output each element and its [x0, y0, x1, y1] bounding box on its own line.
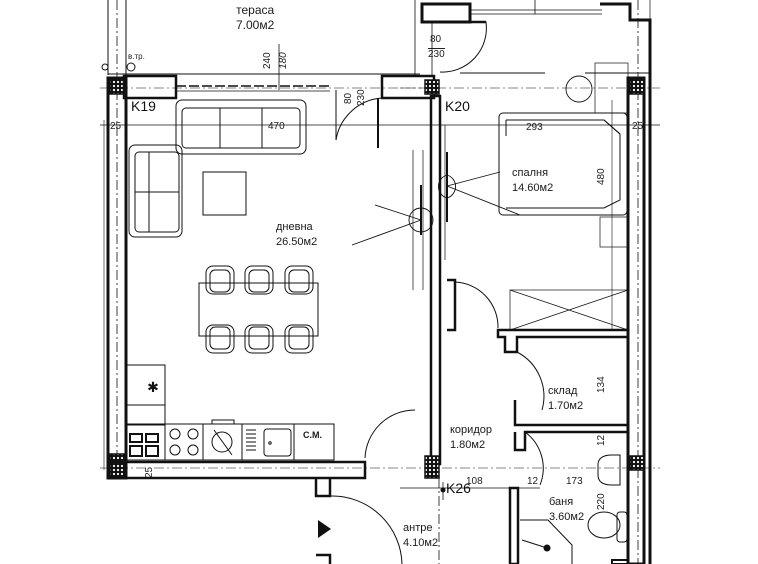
kitchen-counter	[126, 364, 335, 461]
room-label-storage: склад 1.70м2	[548, 386, 583, 412]
room-label-bedroom: спалня 14.60м2	[512, 168, 553, 194]
room-name: тераса	[236, 3, 275, 17]
wardrobe	[509, 289, 629, 331]
dim-bed-length: 480	[596, 168, 607, 185]
sofa-left	[128, 144, 183, 238]
axis-label-k19: K19	[131, 98, 156, 114]
washer-label: С.М.	[303, 430, 322, 440]
sofa-top	[175, 99, 307, 155]
pivot-door-living	[351, 185, 434, 246]
column-right-top	[629, 79, 645, 95]
dim-wall-left: 25	[110, 121, 122, 132]
room-area: 4.10м2	[403, 537, 439, 549]
room-name: коридор	[450, 424, 492, 436]
shower-tray	[520, 519, 573, 564]
dim-wall-right: 25	[632, 121, 644, 132]
pivot-door-bedroom	[438, 152, 521, 222]
entrance-door-swing	[329, 495, 403, 564]
dim-sofa-length: 470	[268, 121, 285, 132]
dim-bed-width: 293	[526, 122, 543, 133]
room-area: 7.00м2	[236, 18, 275, 32]
entry-arrow-icon	[318, 520, 331, 538]
column-bottom-left	[109, 453, 125, 477]
vent-label: в.тр.	[128, 52, 145, 61]
dim-bath-depth: 220	[596, 493, 607, 510]
dim-bath-wall: 12	[527, 476, 539, 487]
dim-door-top-w: 80	[430, 34, 442, 45]
room-label-terrace: тераса 7.00м2	[236, 4, 274, 31]
dim-door-living-h: 230	[356, 89, 367, 106]
dim-storage-wall: 12	[596, 434, 607, 446]
axis-label-k26: K26	[446, 480, 471, 496]
bathroom-door-swing	[524, 431, 544, 486]
room-area: 26.50м2	[276, 236, 318, 248]
room-area: 1.70м2	[548, 400, 584, 412]
dim-door-top-h: 230	[428, 48, 445, 60]
room-name: антре	[403, 522, 433, 534]
room-name: спалня	[512, 167, 549, 179]
column-right-bottom	[629, 455, 645, 471]
dim-storage-depth: 134	[596, 376, 607, 393]
room-label-entrance: антре 4.10м2	[403, 523, 438, 549]
ceiling-light-icon	[565, 75, 593, 103]
room-name: дневна	[276, 221, 313, 233]
dim-wall-left-bottom: 25	[144, 466, 155, 478]
column-k20-top	[424, 79, 440, 95]
column-k26	[424, 455, 440, 479]
column-k19	[109, 79, 125, 95]
room-label-bathroom: баня 3.60м2	[549, 497, 584, 523]
left-exterior-wall	[103, 0, 128, 480]
double-bed	[498, 112, 628, 216]
vent-pipe-icon	[126, 62, 136, 72]
bedroom-door-swing	[454, 281, 499, 329]
top-door-swing	[439, 21, 487, 73]
storage-door-swing	[516, 351, 545, 411]
room-area: 1.80м2	[450, 439, 486, 451]
room-area: 14.60м2	[512, 182, 554, 194]
axis-label-k20: K20	[445, 98, 470, 114]
kitchen-door-swing	[364, 409, 416, 459]
dining-table	[198, 282, 319, 337]
dim-terrace-door-h1: 240	[262, 52, 273, 69]
room-name: склад	[548, 385, 578, 397]
dim-door-living-w: 80	[343, 92, 354, 104]
dining-chairs	[205, 265, 314, 354]
toilet	[587, 511, 628, 543]
fridge-icon: ✱	[147, 379, 159, 395]
dim-terrace-door-h2: 180	[278, 52, 289, 69]
coffee-table	[202, 171, 247, 216]
room-name: баня	[549, 496, 574, 508]
room-label-living: дневна 26.50м2	[276, 222, 317, 248]
room-area: 3.60м2	[549, 511, 585, 523]
dim-bath-w2: 173	[566, 476, 583, 487]
partition-wall-k20	[412, 94, 446, 466]
room-label-corridor: коридор 1.80м2	[450, 425, 492, 451]
dim-bath-w1: 108	[466, 476, 483, 487]
terrace-door-swing	[335, 90, 383, 141]
washbasin	[597, 454, 621, 486]
